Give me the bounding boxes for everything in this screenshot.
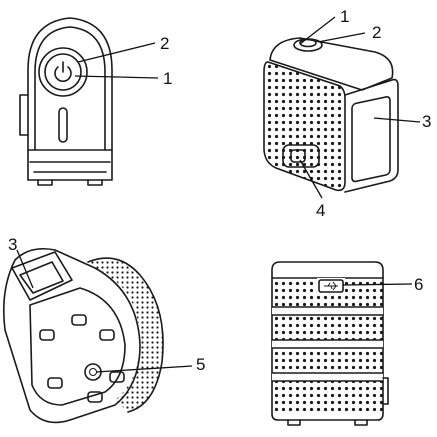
iso-view [263,37,399,193]
callout-iso-2: 2 [372,23,381,42]
callout-bottom-5: 5 [196,355,205,374]
bottom-view [2,247,164,424]
callout-front-1: 1 [163,69,172,88]
callout-iso-3: 3 [422,112,431,131]
callout-iso-1: 1 [340,7,349,26]
front-view [19,17,113,186]
power-button-ring [38,47,88,97]
power-icon [54,61,72,82]
callout-iso-4: 4 [316,201,325,220]
callout-front-2: 2 [160,34,169,53]
side-view [271,261,389,426]
callout-side-6: 6 [414,275,423,294]
usb-icon [324,281,338,291]
callout-bottom-3: 3 [8,235,17,254]
usb-port [318,279,344,293]
indicator-slot [58,107,68,143]
